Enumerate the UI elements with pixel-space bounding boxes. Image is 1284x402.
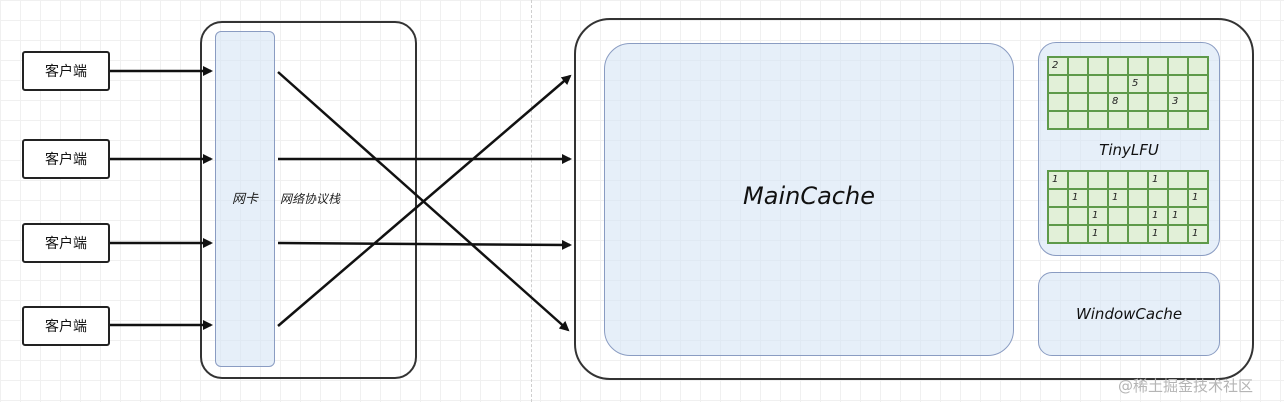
sketch-cell: 1 xyxy=(1188,225,1208,243)
sketch-cell xyxy=(1108,111,1128,129)
window-cache-label: WindowCache xyxy=(1075,305,1183,323)
sketch-cell xyxy=(1048,75,1068,93)
sketch-cell: 5 xyxy=(1128,75,1148,93)
sketch-cell: 1 xyxy=(1088,207,1108,225)
sketch-cell xyxy=(1068,93,1088,111)
sketch-cell xyxy=(1108,225,1128,243)
sketch-cell xyxy=(1188,57,1208,75)
client-label: 客户端 xyxy=(45,319,87,335)
sketch-cell xyxy=(1068,171,1088,189)
sketch-cell: 1 xyxy=(1048,171,1068,189)
sketch-cell xyxy=(1048,111,1068,129)
sketch-cell: 1 xyxy=(1188,189,1208,207)
sketch-cell xyxy=(1068,111,1088,129)
sketch-cell xyxy=(1068,57,1088,75)
sketch-cell xyxy=(1188,171,1208,189)
nic-to-cache-arrow-4 xyxy=(277,74,572,327)
watermark: @稀土掘金技术社区 xyxy=(1118,377,1254,395)
sketch-cell: 1 xyxy=(1148,171,1168,189)
sketch-cell xyxy=(1188,75,1208,93)
sketch-cell xyxy=(1088,171,1108,189)
sketch-cell: 1 xyxy=(1088,225,1108,243)
sketch-cell xyxy=(1088,75,1108,93)
sketch-cell xyxy=(1128,207,1148,225)
client-label: 客户端 xyxy=(45,236,87,252)
window-cache-box xyxy=(1038,272,1220,356)
sketch-cell xyxy=(1148,93,1168,111)
sketch-cell xyxy=(1168,75,1188,93)
sketch-cell xyxy=(1128,225,1148,243)
sketch-cell: 1 xyxy=(1168,207,1188,225)
tinylfu-label: TinyLFU xyxy=(1099,141,1159,159)
sketch-cell xyxy=(1148,189,1168,207)
sketch-cell xyxy=(1148,75,1168,93)
client-box-1: 客户端 xyxy=(22,51,110,91)
client-box-3: 客户端 xyxy=(22,223,110,263)
sketch-cell xyxy=(1168,225,1188,243)
nic-to-cache-arrow-3 xyxy=(277,239,572,250)
sketch-cell xyxy=(1048,93,1068,111)
sketch-cell xyxy=(1128,111,1148,129)
sketch-cell: 1 xyxy=(1148,207,1168,225)
client-label: 客户端 xyxy=(45,152,87,168)
sketch-cell xyxy=(1048,189,1068,207)
sketch-cell: 1 xyxy=(1108,189,1128,207)
client-box-2: 客户端 xyxy=(22,139,110,179)
sketch-cell xyxy=(1088,57,1108,75)
sketch-cell xyxy=(1088,111,1108,129)
sketch-cell xyxy=(1088,93,1108,111)
dashed-divider xyxy=(531,0,532,402)
sketch-cell xyxy=(1068,75,1088,93)
sketch-cell xyxy=(1128,171,1148,189)
sketch-cell xyxy=(1068,207,1088,225)
sketch-cell xyxy=(1048,207,1068,225)
client-label: 客户端 xyxy=(45,64,87,80)
nic-box xyxy=(215,31,275,367)
sketch-cell xyxy=(1168,111,1188,129)
sketch-cell xyxy=(1188,93,1208,111)
sketch-cell: 3 xyxy=(1168,93,1188,111)
network-stack-label: 网络协议栈 xyxy=(280,192,341,206)
sketch-cell xyxy=(1168,57,1188,75)
sketch-cell xyxy=(1108,207,1128,225)
sketch-cell xyxy=(1168,171,1188,189)
sketch-cell xyxy=(1188,207,1208,225)
sketch-cell xyxy=(1168,189,1188,207)
sketch-cell xyxy=(1068,225,1088,243)
sketch-cell: 8 xyxy=(1108,93,1128,111)
client-box-4: 客户端 xyxy=(22,306,110,346)
sketch-cell xyxy=(1128,57,1148,75)
sketch-cell: 2 xyxy=(1048,57,1068,75)
main-cache-box xyxy=(604,43,1014,356)
sketch-cell xyxy=(1048,225,1068,243)
nic-group-container xyxy=(200,21,417,379)
nic-label: 网卡 xyxy=(231,192,258,207)
sketch-cell: 1 xyxy=(1148,225,1168,243)
sketch-cell xyxy=(1148,57,1168,75)
sketch-cell xyxy=(1148,111,1168,129)
cache-container xyxy=(574,18,1254,380)
sketch-cell xyxy=(1128,189,1148,207)
main-cache-label: MainCache xyxy=(743,182,875,210)
sketch-cell xyxy=(1128,93,1148,111)
sketch-cell xyxy=(1108,57,1128,75)
sketch-cell: 1 xyxy=(1068,189,1088,207)
sketch-cell xyxy=(1108,171,1128,189)
sketch-cell xyxy=(1088,189,1108,207)
sketch-cell xyxy=(1188,111,1208,129)
sketch-cell xyxy=(1108,75,1128,93)
